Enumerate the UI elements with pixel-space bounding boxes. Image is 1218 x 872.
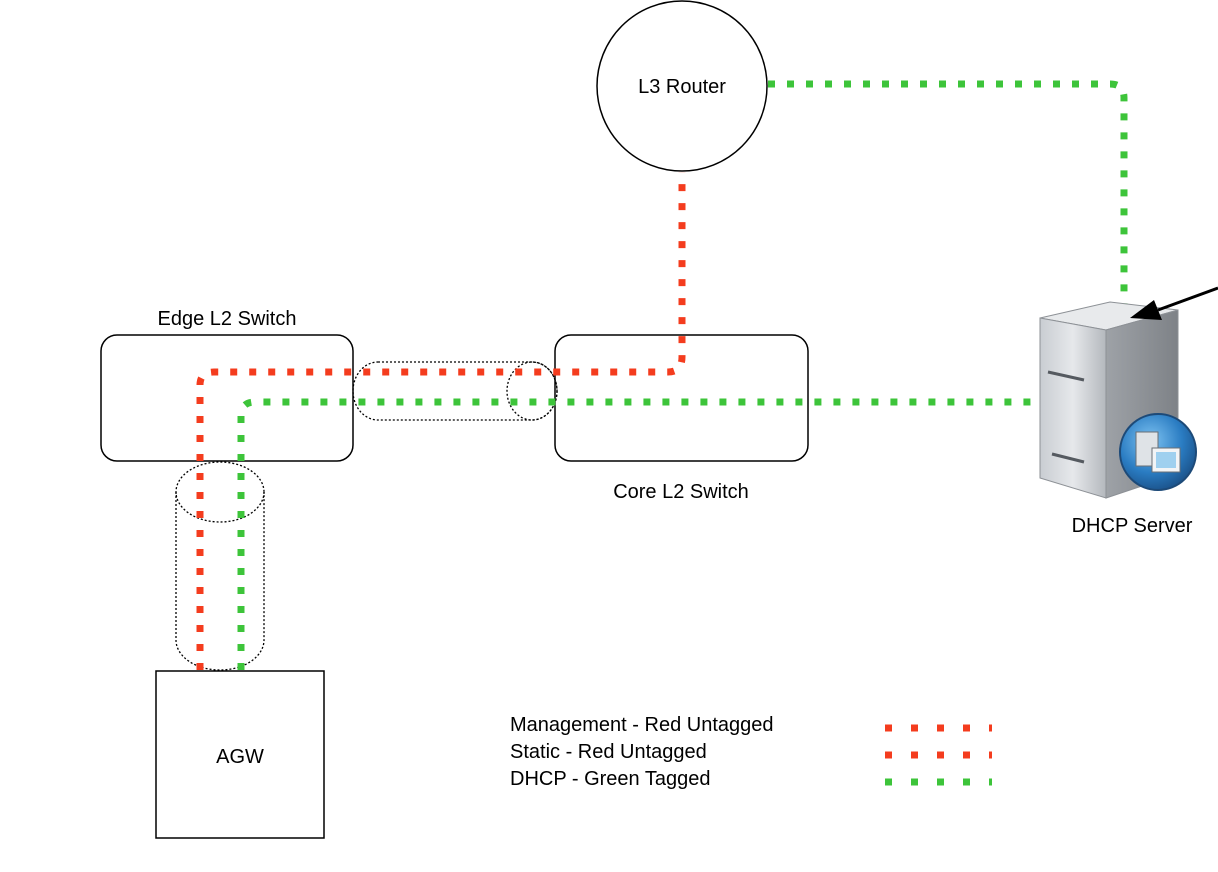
server-icon: [1039, 301, 1197, 499]
edge-switch-label: Edge L2 Switch: [158, 308, 297, 330]
dhcp-green-path-upper: [768, 80, 1128, 315]
router-circle: [596, 0, 768, 172]
legend-label-management: Management - Red Untagged: [510, 714, 774, 736]
core-switch-label: Core L2 Switch: [613, 481, 749, 503]
dhcp-server-node[interactable]: DHCP Server: [1039, 301, 1197, 537]
edge-switch-node[interactable]: Edge L2 Switch: [100, 308, 354, 462]
core-switch-box: [554, 334, 809, 462]
trunk-link-vertical: [175, 461, 265, 671]
trunk-link-horizontal: [352, 361, 558, 421]
agw-label: AGW: [216, 746, 264, 768]
agw-node[interactable]: AGW: [155, 670, 325, 839]
router-label: L3 Router: [638, 76, 726, 98]
dhcp-server-label: DHCP Server: [1072, 515, 1193, 537]
legend-label-static: Static - Red Untagged: [510, 741, 707, 763]
pointer-arrow: [1130, 286, 1218, 320]
edge-switch-box: [100, 334, 354, 462]
l3-router-node[interactable]: L3 Router: [596, 0, 768, 172]
legend: Management - Red Untagged Static - Red U…: [510, 714, 992, 790]
agw-box: [155, 670, 325, 839]
legend-label-dhcp: DHCP - Green Tagged: [510, 768, 710, 790]
core-switch-node[interactable]: Core L2 Switch: [554, 334, 809, 503]
management-red-path: [196, 172, 686, 670]
